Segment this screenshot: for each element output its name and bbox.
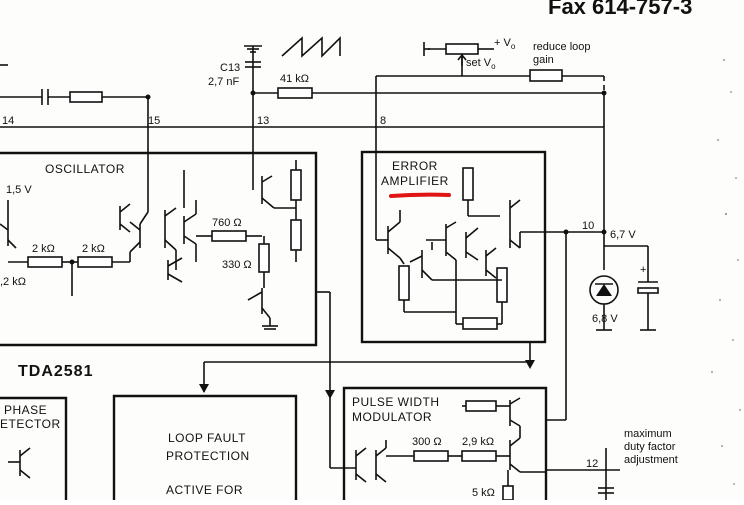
loop-fault-label-2: PROTECTION <box>166 449 250 463</box>
r-300-label: 300 Ω <box>412 436 442 448</box>
capacitor-c13 <box>245 55 261 68</box>
pin-10-label: 10 <box>582 220 594 232</box>
phase-detector-block <box>0 396 68 500</box>
reduce-loop-label-2: gain <box>533 54 554 66</box>
error-amp-circuit <box>376 167 604 420</box>
pin-8-label: 8 <box>380 115 386 127</box>
max-duty-label-2: duty factor <box>624 441 676 453</box>
phase-label-2: ETECTOR <box>0 417 61 431</box>
error-amplifier-block <box>360 150 547 344</box>
chip-name: TDA2581 <box>18 363 93 380</box>
oscillator-label: OSCILLATOR <box>45 162 125 176</box>
v-1-5-label: 1,5 V <box>6 184 32 196</box>
v-6-8-label: 6,8 V <box>592 313 618 325</box>
r-41k-label: 41 kΩ <box>280 73 309 85</box>
pin-15-label: 15 <box>148 115 160 127</box>
max-duty-label-3: adjustment <box>624 454 678 466</box>
lower-wires <box>199 291 620 500</box>
potentiometer-set-vo <box>445 43 479 55</box>
ground-symbol-top-pot <box>423 42 430 56</box>
pin-12-label: 12 <box>586 458 598 470</box>
scan-noise <box>711 59 741 485</box>
r-330-label: 330 Ω <box>222 259 252 271</box>
resistor-41k <box>277 87 313 99</box>
phase-label-1: PHASE <box>4 403 47 417</box>
max-duty-label-1: maximum <box>624 428 672 440</box>
loop-fault-label-1: LOOP FAULT <box>168 431 246 445</box>
reduce-loop-label-1: reduce loop <box>533 41 591 53</box>
r-2k-a-label: 2 kΩ <box>32 243 55 255</box>
r-760-label: 760 Ω <box>212 217 242 229</box>
r-2-9k-label: 2,9 kΩ <box>462 436 494 448</box>
pulse-width-modulator-block <box>342 386 548 500</box>
c13-label: C13 <box>220 62 240 74</box>
oscillator-circuit <box>0 160 302 330</box>
set-vo-label: set Vo <box>466 57 496 71</box>
pin-13-label: 13 <box>257 115 269 127</box>
capacitor-right <box>604 245 659 331</box>
r-2k-b-label: 2 kΩ <box>82 243 105 255</box>
zener-diode-6v8 <box>589 232 619 331</box>
capacitor-top-left <box>41 89 49 105</box>
loop-fault-protection-block <box>112 394 298 500</box>
v-6-7-label: 6,7 V <box>610 229 636 241</box>
oscillator-block <box>0 151 318 347</box>
ground-symbol-top-c13 <box>244 45 262 55</box>
pwm-circuit <box>330 397 546 501</box>
vo-supply-label: + Vo <box>494 37 516 51</box>
plus-sign: + <box>640 264 646 276</box>
r-5k-label: 5 kΩ <box>472 487 495 499</box>
sawtooth-waveform-icon <box>281 36 341 58</box>
top-rail-wires <box>0 48 605 240</box>
pin-14-label: 14 <box>2 115 14 127</box>
error-amp-label-1: ERROR <box>392 159 438 173</box>
resistor-top-left <box>69 91 103 103</box>
loop-fault-label-3: ACTIVE FOR <box>166 483 243 497</box>
c13-value: 2,7 nF <box>208 76 239 88</box>
fax-number-header: Fax 614-757-3 <box>548 0 692 19</box>
pwm-label-1: PULSE WIDTH <box>352 395 440 409</box>
resistor-reduce-loop-gain <box>529 69 563 82</box>
pwm-label-2: MODULATOR <box>352 410 432 424</box>
r-2k-left-label: ,2 kΩ <box>0 276 26 288</box>
error-amp-highlight-underline <box>389 192 451 198</box>
error-amp-label-2: AMPLIFIER <box>381 174 449 188</box>
